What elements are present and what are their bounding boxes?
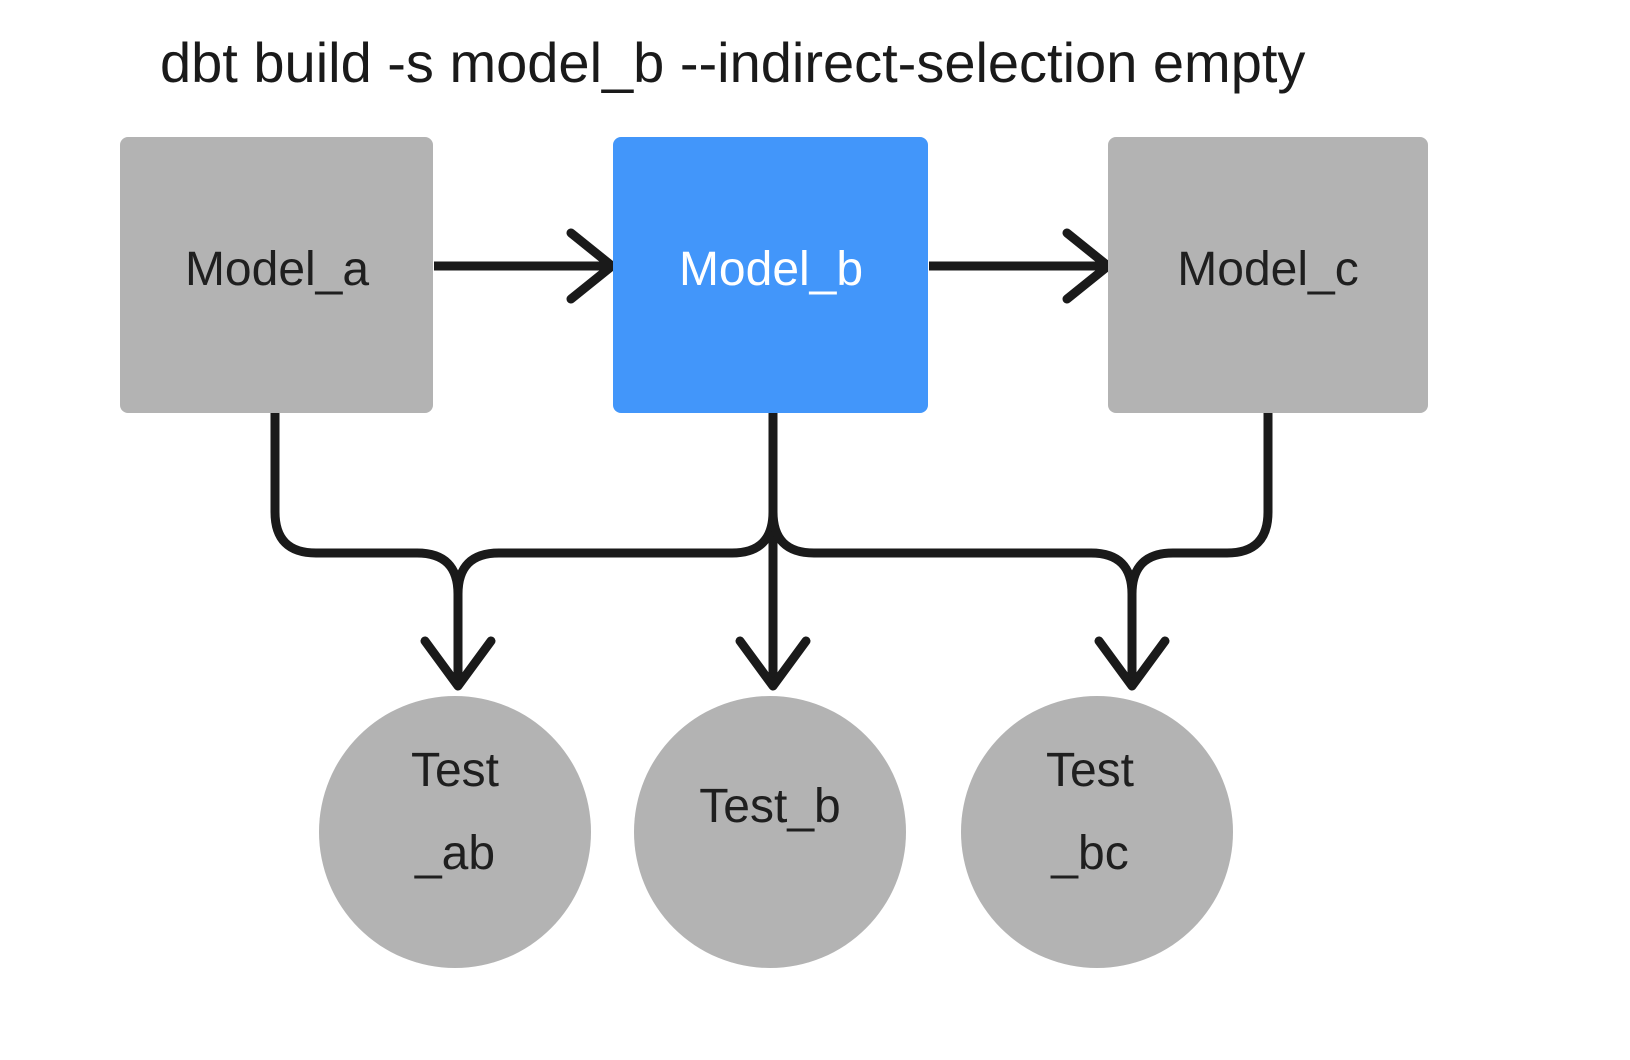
node-model-b-shape[interactable] bbox=[613, 137, 928, 413]
node-model-b-label: Model_b bbox=[679, 243, 863, 296]
node-test-ab-label-line2: _ab bbox=[414, 827, 495, 880]
arrowhead-test-b bbox=[735, 636, 811, 691]
node-test-bc[interactable]: Test _bc bbox=[961, 696, 1233, 968]
node-model-a-shape[interactable] bbox=[120, 137, 433, 413]
node-test-bc-label-line1: Test bbox=[1046, 744, 1134, 797]
node-model-b[interactable]: Model_b bbox=[613, 137, 928, 413]
node-model-a[interactable]: Model_a bbox=[120, 137, 433, 413]
edge-model-a-to-test-ab bbox=[270, 395, 463, 683]
node-test-bc-shape[interactable] bbox=[961, 696, 1233, 968]
node-test-b-shape[interactable] bbox=[634, 696, 906, 968]
edge-model-b-to-test-bc bbox=[768, 395, 1137, 683]
node-model-c[interactable]: Model_c bbox=[1108, 137, 1428, 413]
node-test-ab-label-line1: Test bbox=[411, 744, 499, 797]
node-test-ab[interactable]: Test _ab bbox=[319, 696, 591, 968]
arrowhead-test-ab bbox=[420, 636, 496, 691]
edge-model-b-to-test-ab bbox=[453, 395, 778, 683]
arrowhead-model-b bbox=[566, 228, 617, 304]
node-test-bc-label-line2: _bc bbox=[1050, 827, 1128, 880]
edge-model-c-to-test-bc bbox=[1127, 395, 1273, 683]
node-test-b[interactable]: Test_b bbox=[634, 696, 906, 968]
node-test-b-label-line1: Test_b bbox=[699, 780, 840, 833]
arrowhead-test-bc bbox=[1094, 636, 1170, 691]
node-model-c-shape[interactable] bbox=[1108, 137, 1428, 413]
node-model-a-label: Model_a bbox=[185, 243, 369, 296]
diagram-title: dbt build -s model_b --indirect-selectio… bbox=[160, 31, 1305, 94]
node-model-c-label: Model_c bbox=[1177, 243, 1358, 296]
node-test-ab-shape[interactable] bbox=[319, 696, 591, 968]
